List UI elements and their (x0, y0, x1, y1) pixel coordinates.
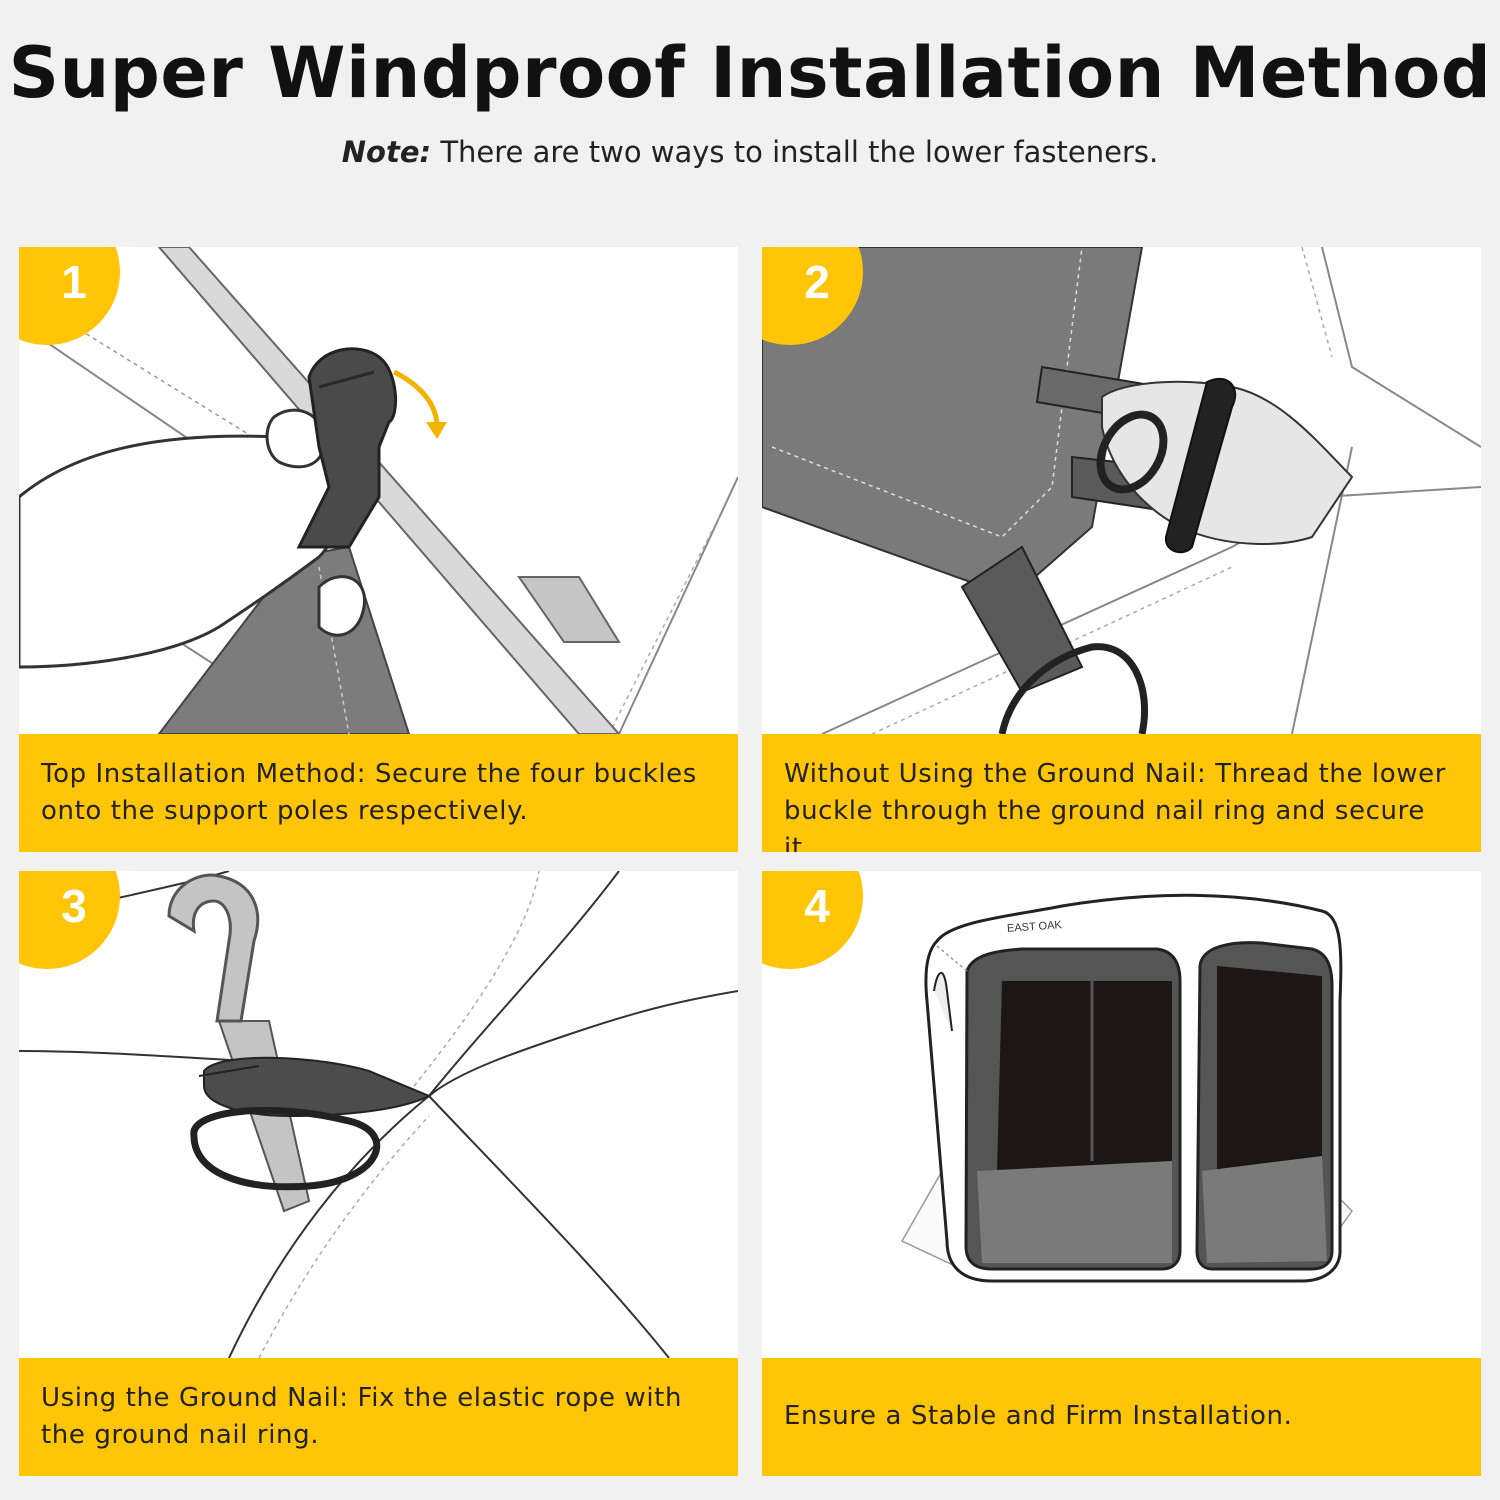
step-number: 2 (804, 256, 830, 308)
page-note: Note: There are two ways to install the … (0, 135, 1500, 169)
step-caption: Without Using the Ground Nail: Thread th… (762, 734, 1481, 852)
step-number: 3 (61, 880, 87, 932)
step-panel-3: 3 Using the Ground Nail: Fix the elastic… (19, 871, 738, 1476)
step-caption: Top Installation Method: Secure the four… (19, 734, 738, 852)
step-panel-2: 2 Without Using the Ground Nail: Thread … (762, 247, 1481, 852)
step-number: 1 (61, 256, 87, 308)
step-caption: Ensure a Stable and Firm Installation. (762, 1358, 1481, 1476)
step-panel-4: EAST OAK 4 Ensure a Stable and Firm Inst… (762, 871, 1481, 1476)
note-text: There are two ways to install the lower … (431, 135, 1159, 169)
buckle-through-ring-illustration (762, 247, 1481, 734)
buckle-on-pole-illustration (19, 247, 738, 734)
step-number: 4 (804, 880, 830, 932)
ground-nail-illustration (19, 871, 738, 1358)
step-caption: Using the Ground Nail: Fix the elastic r… (19, 1358, 738, 1476)
page-title: Super Windproof Installation Method (8, 32, 1492, 114)
step-panel-1: 1 Top Installation Method: Secure the fo… (19, 247, 738, 852)
note-label: Note: (341, 135, 432, 169)
tent-illustration (900, 893, 1353, 1283)
